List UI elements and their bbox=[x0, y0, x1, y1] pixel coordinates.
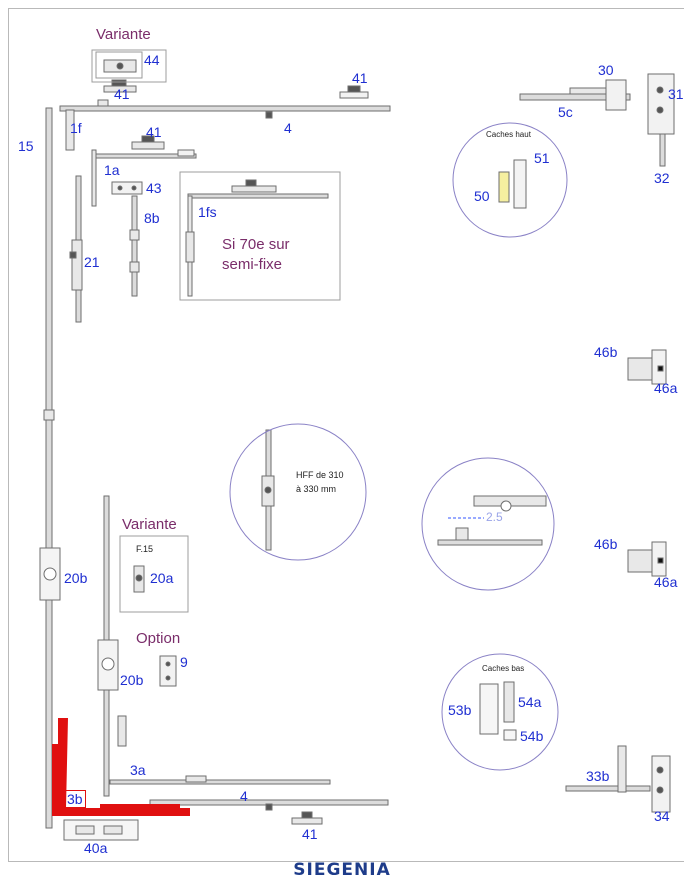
part-50-51 bbox=[498, 159, 527, 209]
label-43: 43 bbox=[146, 180, 162, 196]
label-32: 32 bbox=[654, 170, 670, 186]
label-1fs: 1fs bbox=[198, 204, 217, 220]
label-46a-bottom: 46a bbox=[654, 574, 678, 590]
label-40a: 40a bbox=[84, 840, 108, 856]
label-46b-bottom: 46b bbox=[594, 536, 618, 552]
label-50: 50 bbox=[474, 188, 490, 204]
label-41-mid: 41 bbox=[146, 124, 162, 140]
label-33b: 33b bbox=[586, 768, 610, 784]
part-20a bbox=[133, 565, 145, 593]
part-1fs-rail bbox=[185, 179, 329, 297]
part-21-rail bbox=[69, 175, 83, 323]
label-1f: 1f bbox=[70, 120, 82, 136]
label-20a: 20a bbox=[150, 570, 174, 586]
label-44: 44 bbox=[144, 52, 160, 68]
label-3b: 3b bbox=[64, 790, 86, 808]
part-46-bottom bbox=[627, 541, 667, 577]
vertical-rail-2 bbox=[97, 495, 127, 797]
label-54b: 54b bbox=[520, 728, 544, 744]
label-caches-bas: Caches bas bbox=[482, 664, 525, 673]
label-9: 9 bbox=[180, 654, 188, 670]
part-1a-rail bbox=[91, 149, 197, 207]
label-20b-left: 20b bbox=[64, 570, 88, 586]
label-hff-line1: HFF de 310 bbox=[296, 470, 344, 480]
detail-2-5 bbox=[437, 495, 547, 546]
label-41-top: 41 bbox=[114, 86, 130, 102]
label-si70e-line1: Si 70e sur bbox=[222, 236, 290, 253]
hff-detail-rail bbox=[261, 429, 275, 551]
label-5c: 5c bbox=[558, 104, 573, 120]
label-41-bottom: 41 bbox=[302, 826, 318, 842]
label-4-bottom: 4 bbox=[240, 788, 248, 804]
label-21: 21 bbox=[84, 254, 100, 270]
label-31: 31 bbox=[668, 86, 684, 102]
label-15: 15 bbox=[18, 138, 34, 154]
label-variante-mid: Variante bbox=[122, 516, 177, 533]
label-caches-haut: Caches haut bbox=[486, 130, 531, 139]
part-41-bottom bbox=[291, 811, 323, 825]
label-8b: 8b bbox=[144, 210, 160, 226]
part-43 bbox=[111, 181, 143, 195]
label-3a: 3a bbox=[130, 762, 146, 778]
label-dim-2-5: 2.5 bbox=[486, 510, 503, 524]
label-hff-line2: à 330 mm bbox=[296, 484, 337, 494]
part-44 bbox=[95, 51, 143, 79]
highlight-3b-corner bbox=[52, 718, 190, 816]
part-46-top bbox=[627, 349, 667, 385]
label-1a: 1a bbox=[104, 162, 120, 178]
label-41-right: 41 bbox=[352, 70, 368, 86]
part-20b-left bbox=[39, 547, 61, 601]
label-54a: 54a bbox=[518, 694, 542, 710]
detail-2-5-circle bbox=[421, 457, 555, 591]
si70e-box bbox=[179, 171, 341, 301]
top-horizontal-rail bbox=[59, 99, 391, 151]
part-41-right bbox=[339, 85, 369, 99]
part-8b-rail bbox=[129, 195, 140, 297]
label-4-top: 4 bbox=[284, 120, 292, 136]
part-41-mid bbox=[131, 135, 165, 150]
label-30: 30 bbox=[598, 62, 614, 78]
hff-circle bbox=[229, 423, 367, 561]
variante-top-box bbox=[91, 49, 167, 83]
label-20b-mid: 20b bbox=[120, 672, 144, 688]
label-46b-top: 46b bbox=[594, 344, 618, 360]
label-34: 34 bbox=[654, 808, 670, 824]
part-53b-54 bbox=[479, 681, 517, 741]
part-9 bbox=[159, 655, 177, 687]
diagram-frame bbox=[8, 8, 684, 862]
label-variante-top: Variante bbox=[96, 26, 151, 43]
vertical-main-rail bbox=[43, 107, 55, 829]
caches-haut-circle bbox=[452, 122, 568, 238]
part-30-31-corner bbox=[519, 73, 675, 167]
part-33b-34 bbox=[565, 745, 671, 813]
label-option: Option bbox=[136, 630, 181, 647]
caches-bas-circle bbox=[441, 653, 559, 771]
label-51: 51 bbox=[534, 150, 550, 166]
label-53b: 53b bbox=[448, 702, 472, 718]
siegenia-logo: SIEGENIA bbox=[293, 860, 391, 880]
part-41-top bbox=[103, 79, 137, 93]
label-46a-top: 46a bbox=[654, 380, 678, 396]
label-si70e-line2: semi-fixe bbox=[222, 256, 283, 273]
label-f15: F.15 bbox=[136, 544, 154, 554]
bottom-horizontal-rails bbox=[109, 775, 389, 811]
part-40a bbox=[63, 819, 139, 841]
variante-mid-box bbox=[119, 535, 189, 613]
